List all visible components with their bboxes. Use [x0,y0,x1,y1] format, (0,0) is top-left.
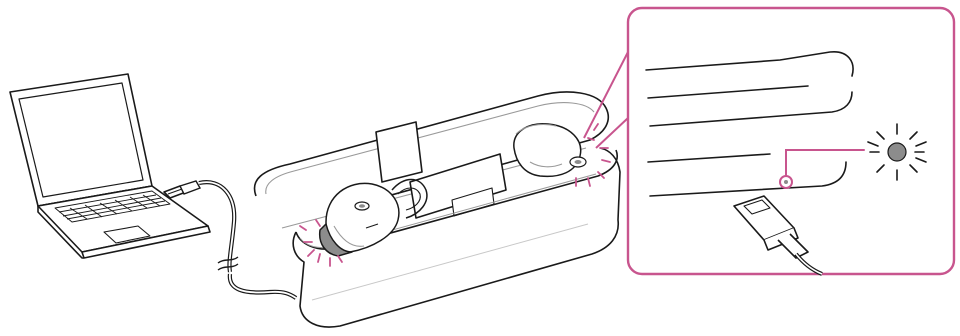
laptop-icon [10,74,210,258]
indicator-lamp-icon [868,124,926,180]
charging-case-icon [254,92,620,327]
